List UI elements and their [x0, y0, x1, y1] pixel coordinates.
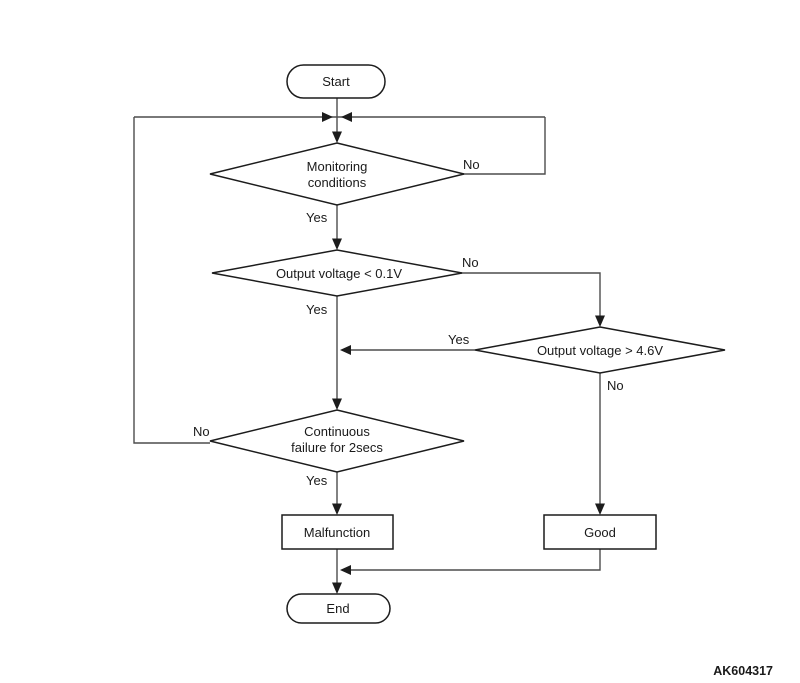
arrowhead-yes-merge [340, 345, 351, 355]
edge-monitoring-no-loop [463, 117, 546, 175]
label-output-low-yes: Yes [306, 302, 328, 317]
flowchart-connectors [133, 98, 601, 592]
arrowhead-into-output-low [332, 238, 342, 250]
good-box-shape [543, 514, 657, 550]
edge-good-to-end [342, 549, 601, 571]
label-output-high-yes: Yes [448, 332, 470, 347]
end-terminator-shape [286, 593, 391, 624]
start-terminator: Start [286, 64, 386, 99]
figure-reference-code: AK604317 [713, 664, 773, 678]
arrowhead-into-monitoring [332, 131, 342, 143]
label-monitoring-yes: Yes [306, 210, 328, 225]
arrowhead-into-malfunction [332, 503, 342, 515]
arrowhead-into-continuous [332, 398, 342, 410]
arrowhead-into-output-high [595, 315, 605, 327]
malfunction-box: Malfunction [281, 514, 394, 550]
label-output-low-no: No [462, 255, 479, 270]
output-low-label: Output voltage < 0.1V [276, 266, 402, 281]
end-terminator: End [286, 593, 391, 624]
good-box: Good [543, 514, 657, 550]
continuous-label-line1: Continuous [304, 424, 370, 439]
label-continuous-no: No [193, 424, 210, 439]
monitoring-conditions-decision: Monitoring conditions [209, 142, 465, 206]
arrowhead-into-end [332, 582, 342, 594]
continuous-decision-shape [209, 409, 465, 473]
arrowhead-into-junction-right [322, 112, 333, 122]
flowchart-edge-labels: No Yes No Yes Yes No No Yes [193, 157, 624, 488]
output-voltage-high-decision: Output voltage > 4.6V [474, 326, 726, 374]
malfunction-label: Malfunction [304, 525, 370, 540]
arrowhead-good-merge [340, 565, 351, 575]
malfunction-box-shape [281, 514, 394, 550]
label-continuous-yes: Yes [306, 473, 328, 488]
arrowhead-into-good [595, 503, 605, 515]
flowchart-arrowheads [322, 112, 605, 594]
output-voltage-low-decision: Output voltage < 0.1V [211, 249, 463, 297]
good-label: Good [584, 525, 616, 540]
flowchart-shapes: Start Monitoring conditions Output volta… [209, 64, 726, 624]
continuous-failure-decision: Continuous failure for 2secs [209, 409, 465, 473]
output-high-label: Output voltage > 4.6V [537, 343, 663, 358]
monitoring-decision-shape [209, 142, 465, 206]
monitoring-label-line1: Monitoring [307, 159, 368, 174]
monitoring-label-line2: conditions [308, 175, 367, 190]
output-low-decision-shape [211, 249, 463, 297]
edge-continuous-no-loop [133, 117, 210, 444]
start-terminator-shape [286, 64, 386, 99]
continuous-label-line2: failure for 2secs [291, 440, 383, 455]
end-label: End [326, 601, 349, 616]
start-label: Start [322, 74, 350, 89]
edge-output-low-no [460, 272, 601, 325]
arrowhead-into-junction-left [341, 112, 352, 122]
output-high-decision-shape [474, 326, 726, 374]
label-output-high-no: No [607, 378, 624, 393]
label-monitoring-no: No [463, 157, 480, 172]
